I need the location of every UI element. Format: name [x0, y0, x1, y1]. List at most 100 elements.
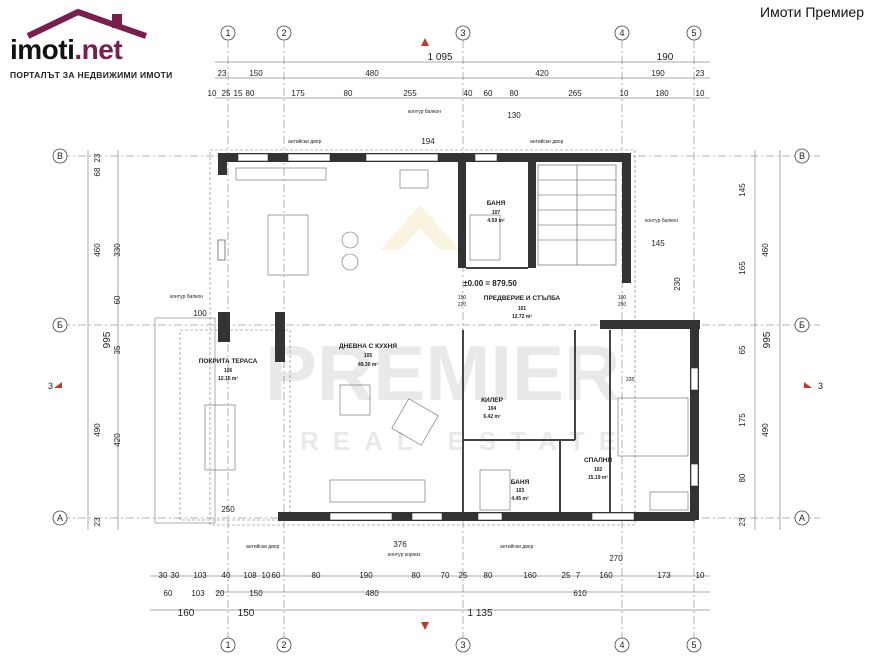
room-number: 102	[594, 467, 603, 473]
dim-right: 65	[738, 345, 747, 354]
dim-right: 23	[738, 517, 747, 526]
dim-top-row3: 265	[568, 89, 582, 98]
dim-bottom-row1: 10	[262, 571, 271, 580]
dim-bottom-total: 1 135	[467, 608, 492, 619]
dim-bottom-row1: 80	[412, 571, 421, 580]
dim-top-row3: 15	[234, 89, 243, 98]
terrace-outline	[154, 149, 636, 526]
dim-bottom-row1: 160	[599, 571, 613, 580]
logo-ext: .net	[74, 34, 123, 65]
dim-right: 460	[761, 243, 770, 257]
logo-wordmark: imoti.net	[10, 34, 123, 66]
dim-left: 460	[93, 243, 102, 257]
room-number: 104	[488, 406, 497, 412]
dim-bottom-total: 150	[238, 608, 255, 619]
dim-bottom-row2: 610	[573, 589, 587, 598]
dim-top-row2: 420	[535, 69, 549, 78]
dim-top-row3: 60	[484, 89, 493, 98]
dim-bottom-row1: 40	[222, 571, 231, 580]
dim-left-total: 995	[102, 331, 113, 348]
misc-dim: 376	[393, 540, 407, 549]
misc-dim: 130	[507, 111, 521, 120]
light-court-label: антийски двор	[500, 543, 534, 550]
room-name: ПОКРИТА ТЕРАСА	[199, 358, 258, 365]
dim-top-total-right: 190	[657, 52, 674, 63]
room-area: 49.30 m²	[358, 362, 378, 368]
house-roof-icon	[26, 9, 147, 39]
room-area: 6.42 m²	[483, 414, 501, 420]
logo-tagline: ПОРТАЛЪТ ЗА НЕДВИЖИМИ ИМОТИ	[10, 70, 173, 80]
brand-caption: Имоти Премиер	[760, 4, 864, 20]
dim-left: 35	[113, 345, 122, 354]
room-number: 105	[364, 353, 373, 359]
level-mark: ±0.00 = 879.50	[463, 279, 517, 288]
dim-bottom-row1: 25	[459, 571, 468, 580]
dim-top-row3: 10	[208, 89, 217, 98]
dim-bottom-row1: 10	[696, 571, 705, 580]
light-court-label: антийски двор	[530, 138, 564, 145]
axis-col-label: 2	[281, 28, 286, 38]
contour-balcony-label: контур балкон	[408, 109, 441, 115]
dim-bottom-row1: 173	[657, 571, 671, 580]
dim-bottom-row2: 480	[365, 589, 379, 598]
axis-row-label: А	[57, 513, 63, 523]
walls	[218, 153, 700, 521]
windows	[217, 153, 699, 521]
contour-balcony-label: контур балкон	[645, 218, 678, 224]
section-label: 3	[818, 381, 823, 391]
misc-dim: 150	[458, 295, 467, 301]
dim-top-row3: 40	[464, 89, 473, 98]
misc-dim: 250	[221, 505, 235, 514]
dim-bottom-row1: 7	[576, 571, 581, 580]
dim-left: 23	[93, 517, 102, 526]
room-name: КИЛЕР	[481, 397, 504, 404]
dim-bottom-total: 160	[178, 608, 195, 619]
dim-left: 68	[93, 167, 102, 176]
dim-top-row3: 255	[403, 89, 417, 98]
dim-top-row2: 190	[651, 69, 665, 78]
axis-col-label: 1	[225, 640, 230, 650]
dim-bottom-row1: 108	[243, 571, 257, 580]
misc-dim: 270	[609, 554, 623, 563]
dim-right: 490	[761, 423, 770, 437]
dim-bottom-row1: 80	[484, 571, 493, 580]
dim-top-row3: 25	[222, 89, 231, 98]
dim-top-row3: 175	[291, 89, 305, 98]
misc-dim: 260	[618, 302, 627, 308]
axis-col-label: 4	[619, 28, 624, 38]
room-number: 106	[224, 368, 233, 374]
axis-bubbles	[52, 25, 810, 653]
room-number: 103	[516, 488, 525, 494]
dim-top-row3: 10	[696, 89, 705, 98]
misc-dim: 145	[651, 239, 665, 248]
misc-dim: 194	[421, 137, 435, 146]
axis-row-label: Б	[57, 320, 63, 330]
contour-eave-label: контур корниз	[388, 552, 421, 558]
logo-name: imoti	[10, 34, 75, 65]
dim-top-total: 1 095	[427, 52, 452, 63]
watermark-line1: PREMIER	[265, 329, 620, 417]
dim-right: 165	[738, 261, 747, 275]
dim-left: 490	[93, 423, 102, 437]
section-marks: 3 3	[48, 38, 823, 630]
room-number: 107	[492, 210, 501, 216]
dim-top-row2: 150	[249, 69, 263, 78]
dim-right: 145	[738, 183, 747, 197]
room-number: 101	[518, 306, 527, 312]
contour-balcony-label: контур балкон	[170, 294, 203, 300]
room-name: ДНЕВНА С КУХНЯ	[339, 343, 397, 350]
dim-left: 60	[113, 295, 122, 304]
dim-right-total: 995	[762, 331, 773, 348]
dim-top-row2: 480	[365, 69, 379, 78]
light-court-label: антийски двор	[246, 543, 280, 550]
axis-col-label: 1	[225, 28, 230, 38]
axis-row-label: Б	[799, 320, 805, 330]
dim-bottom-row2: 103	[191, 589, 205, 598]
dim-top-row3: 10	[620, 89, 629, 98]
staircase	[537, 164, 617, 266]
dim-bottom-row2: 150	[249, 589, 263, 598]
axis-row-label: В	[799, 151, 805, 161]
dim-top-row2: 23	[218, 69, 227, 78]
misc-dim: 100	[193, 309, 207, 318]
